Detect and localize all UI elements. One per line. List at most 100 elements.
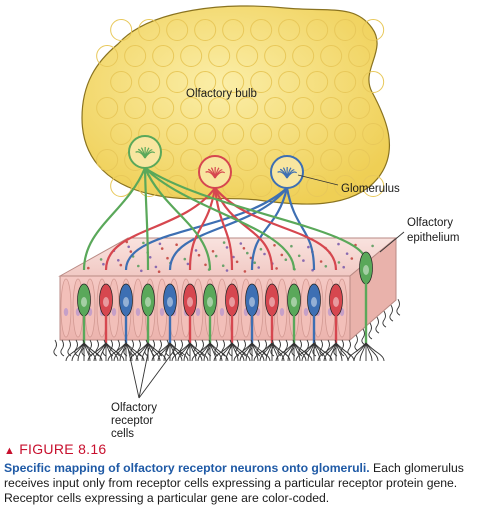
- cilium: [209, 342, 223, 362]
- support-cell-nucleus: [111, 308, 117, 316]
- epithelium-dot: [253, 261, 256, 265]
- cilium: [389, 304, 394, 322]
- epithelium-dot: [345, 252, 349, 255]
- receptor-nucleus: [229, 297, 235, 307]
- cilium: [151, 342, 171, 362]
- cilium: [228, 339, 233, 357]
- bulb-texture-circle: [278, 19, 301, 41]
- epithelium-dot: [337, 261, 341, 264]
- support-cell-nucleus: [135, 308, 141, 316]
- cilium: [125, 342, 139, 362]
- cilium: [305, 339, 310, 357]
- bulb-texture-circle: [250, 19, 273, 41]
- receptor-nucleus: [269, 297, 275, 307]
- epithelium-dot: [102, 262, 105, 266]
- bulb-texture-circle: [362, 175, 385, 197]
- cilium: [242, 339, 247, 357]
- bulb-texture-circle: [110, 19, 133, 41]
- cilium: [83, 342, 91, 362]
- bulb-texture-circle: [334, 123, 357, 145]
- epithelium-dot: [307, 245, 310, 249]
- receptor-nucleus: [145, 297, 151, 307]
- receptor-nucleus: [207, 297, 213, 307]
- bulb-texture-circle: [166, 71, 189, 93]
- epithelium-dot: [127, 245, 130, 249]
- triangle-marker-icon: ▲: [4, 445, 16, 457]
- epithelium-dot: [154, 265, 158, 269]
- bulb-texture-circle: [306, 71, 329, 93]
- receptor-label-line3: cells: [111, 428, 134, 440]
- cilium: [200, 339, 205, 357]
- cilium: [191, 342, 211, 362]
- cilium: [326, 339, 331, 357]
- cilium: [353, 342, 367, 362]
- bulb-texture-circle: [96, 45, 119, 67]
- bulb-texture-circle: [320, 97, 343, 119]
- bulb-texture-circle: [250, 71, 273, 93]
- cilium: [225, 342, 233, 362]
- cilium: [270, 339, 275, 357]
- cilium: [396, 298, 401, 316]
- bulb-texture-circle: [348, 97, 371, 119]
- cilium: [335, 342, 343, 362]
- bulb-texture-circle: [250, 123, 273, 145]
- cilium: [317, 342, 337, 362]
- epithelium-dot: [225, 246, 229, 249]
- cilium: [340, 339, 345, 357]
- olfactory-mapping-diagram: Olfactory bulb Glomerulus Olfactory epit…: [53, 5, 459, 440]
- epithelium-label-line1: Olfactory: [407, 217, 453, 229]
- epithelium-dot: [324, 265, 328, 268]
- cilium: [307, 342, 315, 362]
- support-cell-nucleus: [303, 308, 309, 316]
- epithelium-dot: [232, 255, 235, 259]
- axon-6: [188, 187, 217, 271]
- cilium: [87, 342, 107, 362]
- receptor-nucleus: [333, 297, 339, 307]
- bulb-texture-circle: [180, 97, 203, 119]
- epithelium-dot: [342, 265, 346, 269]
- epithelium-dot: [160, 247, 164, 250]
- cilium: [271, 342, 285, 362]
- bulb-texture-circle: [222, 19, 245, 41]
- receptor-label-line1: Olfactory: [111, 402, 157, 414]
- bulb-texture-circle: [264, 45, 287, 67]
- epithelium-dot: [186, 262, 190, 266]
- epithelium-dot: [257, 266, 261, 269]
- bulb-texture-circle: [236, 149, 259, 171]
- epithelium-dot: [225, 269, 229, 272]
- cilium: [93, 342, 107, 362]
- axon-11: [144, 167, 296, 271]
- bulb-texture-circle: [222, 123, 245, 145]
- caption-body: Specific mapping of olfactory receptor n…: [4, 461, 496, 506]
- bulb-texture-circle: [278, 71, 301, 93]
- cilium: [251, 342, 259, 362]
- cilium: [102, 339, 107, 357]
- cilium: [171, 342, 191, 362]
- bulb-texture-circle: [208, 97, 231, 119]
- cilium: [312, 339, 317, 357]
- epithelium-dot: [319, 260, 323, 263]
- bulb-texture-circle: [306, 123, 329, 145]
- epithelium-dot: [166, 256, 169, 260]
- bulb-texture-circle: [264, 97, 287, 119]
- bulb-texture-circle: [166, 123, 189, 145]
- bulb-texture-circle: [236, 97, 259, 119]
- bulb-texture-circle: [138, 19, 161, 41]
- cilium: [209, 342, 217, 362]
- bulb-texture-circle: [110, 175, 133, 197]
- glomerulus-label: Glomerulus: [341, 183, 400, 195]
- epithelium-dot: [371, 244, 374, 248]
- cilium: [375, 316, 380, 334]
- cilium: [65, 342, 85, 362]
- cilium: [249, 339, 254, 357]
- cilium: [365, 342, 373, 362]
- cilium: [77, 342, 85, 362]
- epithelium-label-line2: epithelium: [407, 232, 459, 244]
- epithelium-dot: [129, 250, 133, 253]
- bulb-texture-circle: [194, 71, 217, 93]
- bulb-texture-circle: [166, 19, 189, 41]
- receptor-nucleus: [81, 297, 87, 307]
- bulb-texture-circle: [152, 45, 175, 67]
- support-cell-nucleus: [159, 308, 165, 316]
- bulb-texture-circle: [362, 71, 385, 93]
